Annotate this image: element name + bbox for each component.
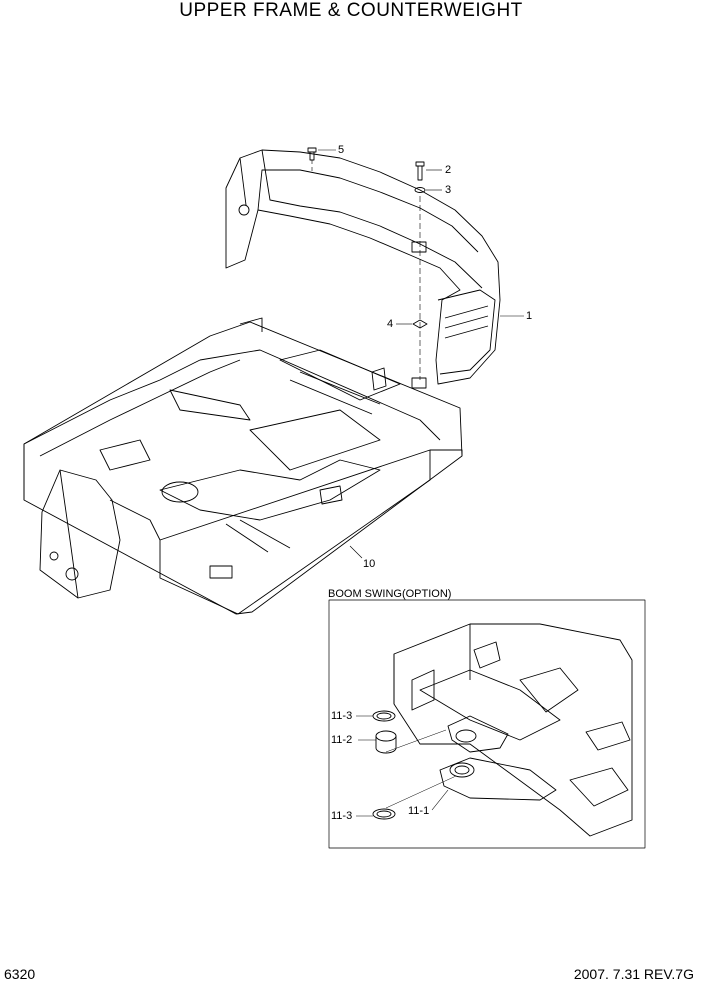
inset-label: BOOM SWING(OPTION) xyxy=(328,588,452,600)
revision-date: 2007. 7.31 REV.7G xyxy=(573,966,694,982)
callout-10: 10 xyxy=(363,558,376,570)
page-title: UPPER FRAME & COUNTERWEIGHT xyxy=(179,0,523,21)
callout-1: 1 xyxy=(526,310,533,322)
callout-5: 5 xyxy=(338,144,345,156)
upper-frame-drawing xyxy=(23,317,463,615)
callout-2: 2 xyxy=(445,164,452,176)
counterweight-drawing xyxy=(225,149,501,389)
callout-11-1: 11-1 xyxy=(408,805,430,817)
callout-4: 4 xyxy=(387,318,394,330)
hardware-drawing xyxy=(307,147,428,380)
leader-lines xyxy=(318,149,524,559)
page-number: 6320 xyxy=(4,966,36,982)
callout-3: 3 xyxy=(445,184,452,196)
callout-11-2: 11-2 xyxy=(331,734,353,746)
boom-swing-inset xyxy=(328,599,646,849)
callout-11-3-top: 11-3 xyxy=(331,710,353,722)
callout-11-3-bottom: 11-3 xyxy=(331,810,353,822)
